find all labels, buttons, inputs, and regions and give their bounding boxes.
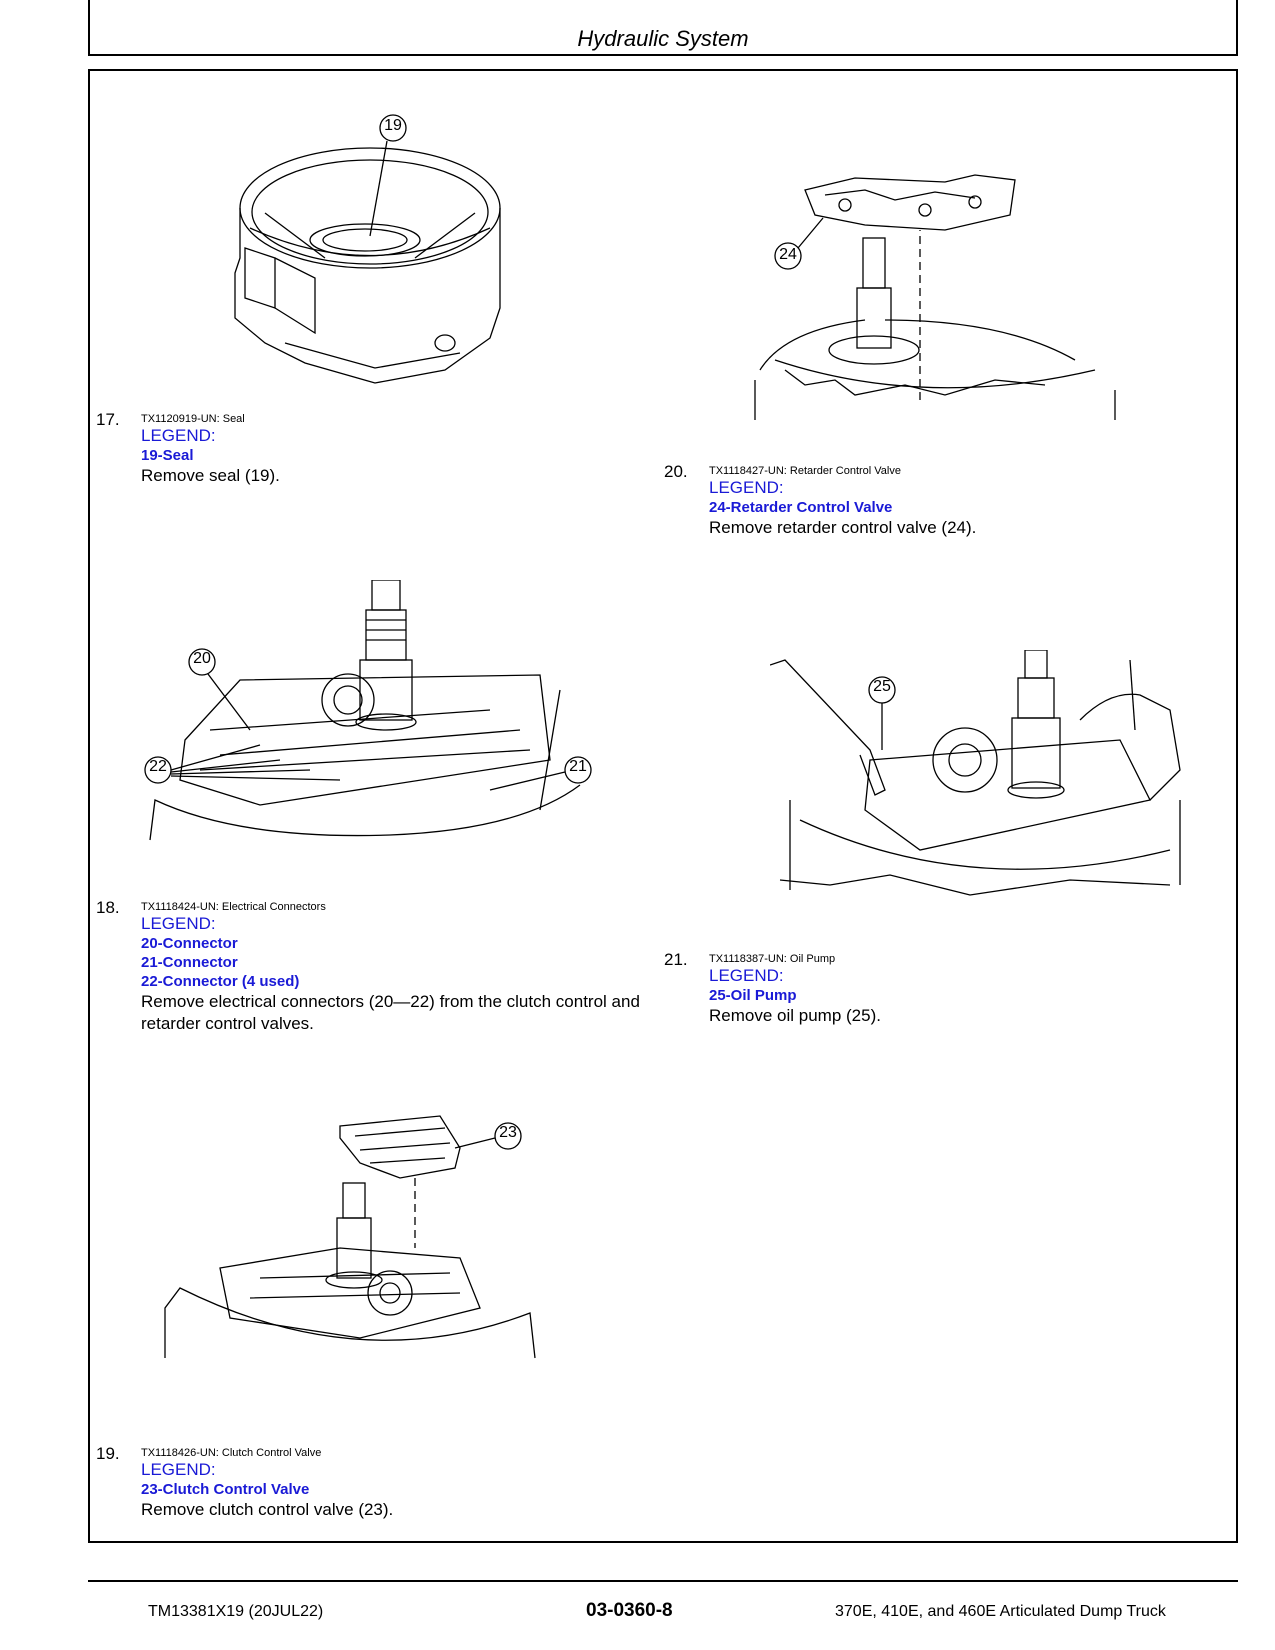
figure-oil-pump: 25 — [770, 650, 1190, 930]
figure-id: TX1118387-UN: Oil Pump — [709, 953, 836, 965]
legend-item: 23-Clutch Control Valve — [141, 1481, 310, 1498]
footer-model: 370E, 410E, and 460E Articulated Dump Tr… — [835, 1603, 1166, 1620]
legend-title: LEGEND: — [141, 914, 216, 933]
legend-item: 20-Connector — [141, 935, 238, 952]
instruction: Remove seal (19). — [141, 466, 280, 485]
callout-24: 24 — [779, 246, 797, 263]
callout-22: 22 — [149, 758, 167, 775]
legend-title: LEGEND: — [709, 478, 784, 497]
footer-divider — [88, 1580, 1238, 1582]
footer-document-id: TM13381X19 (20JUL22) — [148, 1603, 324, 1620]
callout-25: 25 — [873, 678, 891, 695]
figure-seal: 19 — [225, 108, 515, 408]
step-number: 19. — [96, 1444, 120, 1463]
callout-21: 21 — [569, 758, 587, 775]
instruction: Remove retarder control valve (24). — [709, 518, 977, 537]
callout-23: 23 — [499, 1124, 517, 1141]
section-title: Hydraulic System — [577, 26, 749, 51]
figure-id: TX1118424-UN: Electrical Connectors — [141, 901, 326, 913]
legend-title: LEGEND: — [709, 966, 784, 985]
instruction: Remove clutch control valve (23). — [141, 1500, 394, 1519]
legend-item: 24-Retarder Control Valve — [709, 499, 893, 516]
figure-clutch-control-valve: 23 — [160, 1108, 550, 1363]
figure-retarder-control-valve: 24 — [745, 170, 1125, 425]
figure-id: TX1120919-UN: Seal — [141, 413, 245, 425]
instruction: Remove oil pump (25). — [709, 1006, 881, 1025]
instruction: Remove electrical connectors (20—22) fro… — [141, 992, 640, 1033]
footer-page-number: 03-0360-8 — [586, 1600, 673, 1621]
legend-item: 21-Connector — [141, 954, 238, 971]
figure-electrical-connectors: 20 22 21 — [140, 580, 595, 845]
step-number: 21. — [664, 950, 688, 969]
legend-item: 25-Oil Pump — [709, 987, 797, 1004]
content-frame — [88, 69, 1238, 1543]
step-number: 18. — [96, 898, 120, 917]
legend-title: LEGEND: — [141, 426, 216, 445]
step-number: 20. — [664, 462, 688, 481]
legend-item: 22-Connector (4 used) — [141, 973, 300, 990]
callout-19: 19 — [384, 117, 402, 134]
step-number: 17. — [96, 410, 120, 429]
legend-title: LEGEND: — [141, 1460, 216, 1479]
legend-item: 19-Seal — [141, 447, 194, 464]
page-header: Hydraulic System — [88, 0, 1238, 56]
figure-id: TX1118427-UN: Retarder Control Valve — [709, 465, 901, 477]
callout-20: 20 — [193, 650, 211, 667]
figure-id: TX1118426-UN: Clutch Control Valve — [141, 1447, 322, 1459]
